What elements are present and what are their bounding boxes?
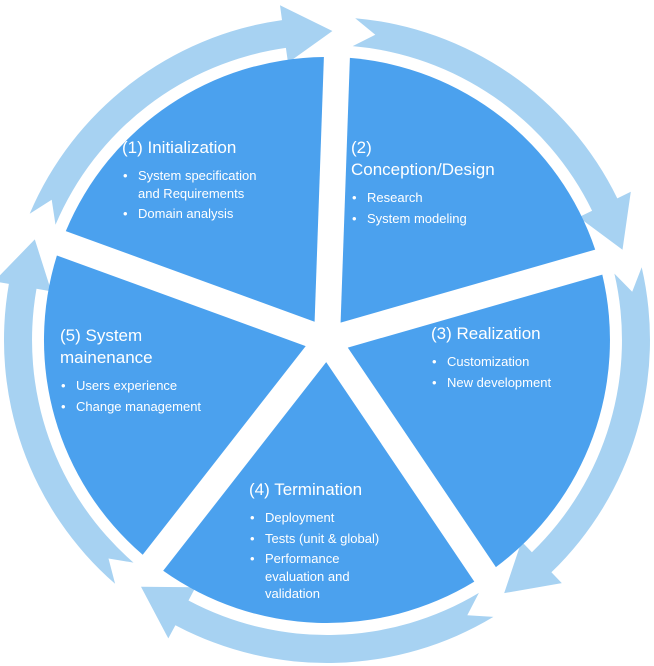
segment-initialization xyxy=(65,57,324,322)
bullet-icon: • xyxy=(352,190,357,205)
bullet-icon: • xyxy=(123,168,128,183)
ring-arrow-3 xyxy=(141,586,494,664)
ring-arrow-2 xyxy=(504,267,650,594)
cycle-arrow-ring xyxy=(0,5,650,664)
phase-title: (1) Initialization xyxy=(122,138,237,157)
bullet-icon: • xyxy=(250,530,255,546)
list-item: •System modeling xyxy=(352,210,467,226)
ring-arrow-4 xyxy=(0,239,134,584)
segment-realization xyxy=(347,274,610,568)
phase-title: (5) System mainenance xyxy=(60,326,153,367)
bullet-icon: • xyxy=(123,206,128,221)
list-item: •Deployment xyxy=(250,510,335,525)
list-item: •Performance evaluation and validation xyxy=(250,551,350,601)
list-item: •Customization xyxy=(432,354,530,369)
list-item: •System specification and Requirements xyxy=(123,168,257,201)
phase-termination: (4) Termination •Deployment •Tests (unit… xyxy=(249,479,439,606)
bullet-icon: • xyxy=(61,398,66,414)
phase-items: •Customization •New development xyxy=(431,353,611,391)
ring-arrow-1 xyxy=(352,18,631,250)
bullet-icon: • xyxy=(250,551,255,566)
bullet-icon: • xyxy=(432,374,437,390)
phase-items: •Users experience •Change management xyxy=(60,377,260,415)
ring-arrow-5 xyxy=(29,5,333,225)
list-item: •Domain analysis xyxy=(123,206,234,221)
phase-title: (4) Termination xyxy=(249,480,363,499)
list-item: •Tests (unit & global) xyxy=(250,530,380,546)
phase-title: (2) Conception/Design xyxy=(351,138,495,179)
list-item: •Research xyxy=(352,190,423,205)
phase-system-maintenance: (5) System mainenance •Users experience … xyxy=(60,325,260,418)
segment-termination xyxy=(163,362,475,623)
segment-conception-design xyxy=(340,57,596,323)
list-item: •Users experience xyxy=(61,378,178,393)
bullet-icon: • xyxy=(61,378,66,393)
phase-conception-design: (2) Conception/Design •Research •System … xyxy=(351,137,551,230)
segment-system-maintenance xyxy=(43,255,306,555)
pie-segments xyxy=(43,57,610,623)
bullet-icon: • xyxy=(250,510,255,525)
phase-items: •Deployment •Tests (unit & global) •Perf… xyxy=(249,509,439,603)
bullet-icon: • xyxy=(352,210,357,226)
list-item: •New development xyxy=(432,374,552,390)
phase-title: (3) Realization xyxy=(431,324,541,343)
phase-realization: (3) Realization •Customization •New deve… xyxy=(431,323,611,394)
phase-initialization: (1) Initialization •System specification… xyxy=(122,137,322,226)
phase-items: •Research •System modeling xyxy=(351,189,551,227)
bullet-icon: • xyxy=(432,354,437,369)
list-item: •Change management xyxy=(61,398,202,414)
phase-items: •System specification and Requirements •… xyxy=(122,167,322,223)
